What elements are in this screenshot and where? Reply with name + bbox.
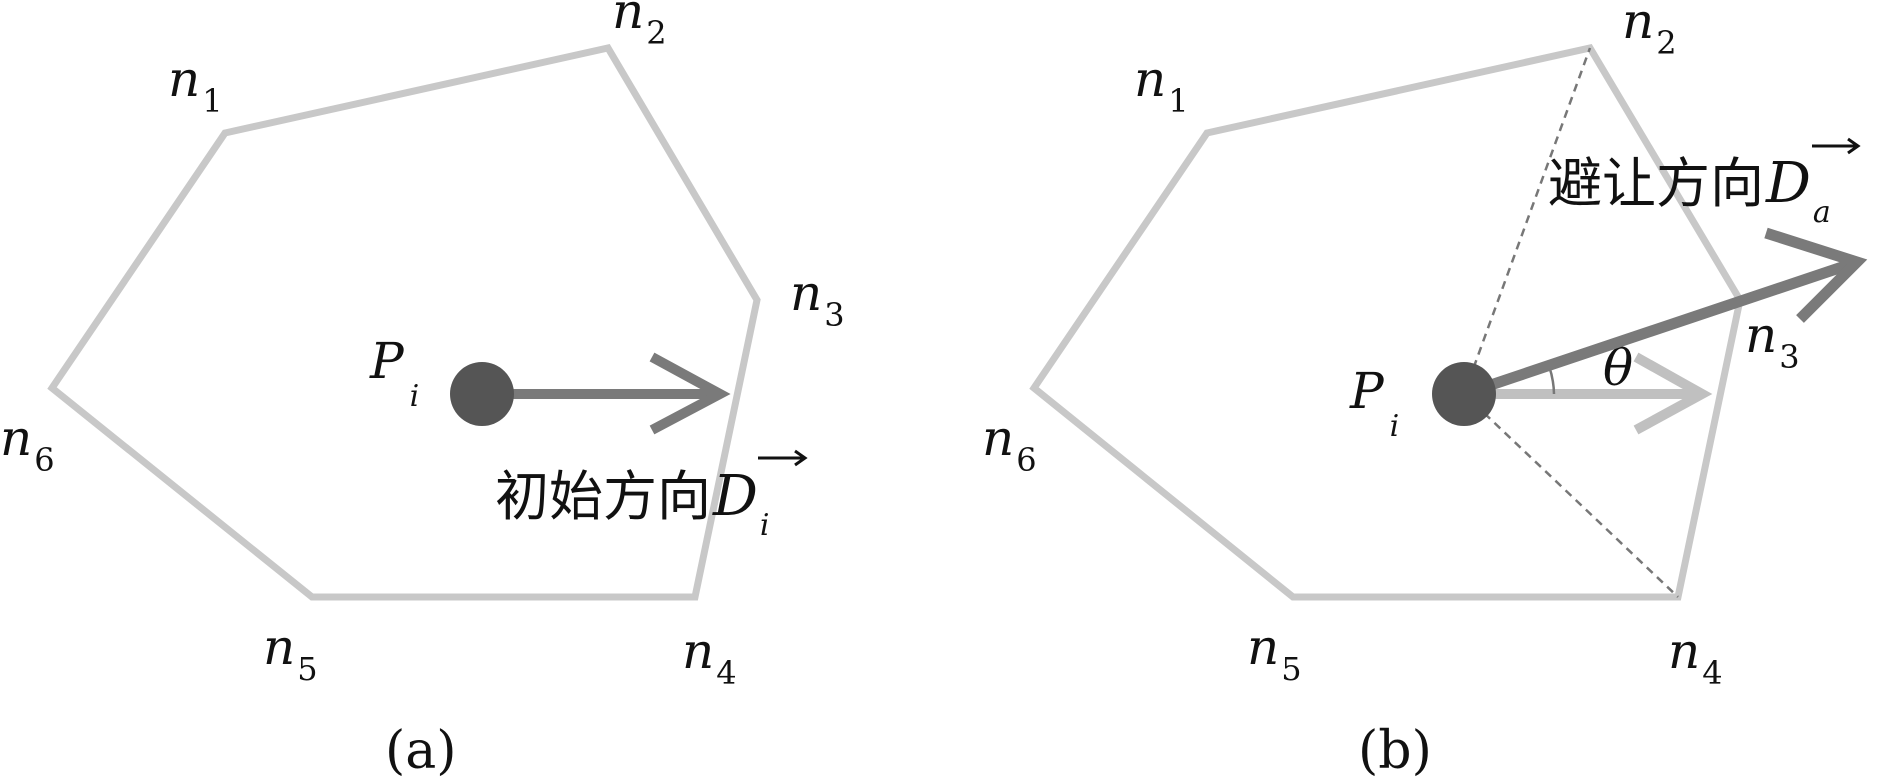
node-label-n6-b: n6: [982, 409, 1037, 479]
panel-a: Pi n1 n2 n3 n4 n5 n6 初始方向Di (a): [0, 0, 845, 781]
initial-direction-arrow-b-head: [1633, 352, 1713, 435]
avoidance-direction-arrow-head: [1764, 227, 1868, 323]
avoidance-direction-arrow-shaft: [1462, 256, 1859, 400]
dashed-line-to-n2: [1462, 47, 1592, 395]
node-label-n2-b: n2: [1622, 0, 1677, 62]
node-label-n6-a: n6: [0, 409, 55, 479]
caption-a: (a): [385, 721, 457, 779]
vector-overarrow-b: [1812, 137, 1861, 155]
initial-direction-label: 初始方向Di: [495, 464, 770, 543]
panel-b: θ Pi n1 n2 n3 n4 n5 n6 避让方向Da: [982, 0, 1868, 781]
avoidance-direction-label: 避让方向Da: [1548, 151, 1831, 230]
node-label-n3-b: n3: [1745, 306, 1800, 376]
node-label-n5-b: n5: [1247, 618, 1302, 688]
node-label-n4-a: n4: [682, 622, 737, 692]
agent-dot-b: [1432, 362, 1496, 426]
polygon-b: [1029, 44, 1744, 601]
agent-label-b: Pi: [1349, 362, 1399, 444]
node-label-n5-a: n5: [263, 618, 318, 688]
vector-overarrow-a: [758, 449, 808, 467]
dashed-line-to-n4: [1463, 393, 1679, 598]
node-label-n4-b: n4: [1668, 622, 1723, 692]
node-label-n3-a: n3: [790, 264, 845, 334]
caption-b: (b): [1358, 721, 1432, 779]
node-label-n1-b: n1: [1134, 50, 1189, 120]
polygon-a: [47, 44, 761, 601]
node-label-n2-a: n2: [612, 0, 667, 52]
agent-label-a: Pi: [369, 332, 419, 414]
node-label-n1-a: n1: [168, 50, 223, 120]
agent-dot-a: [450, 362, 514, 426]
initial-direction-arrow-head: [649, 352, 731, 435]
